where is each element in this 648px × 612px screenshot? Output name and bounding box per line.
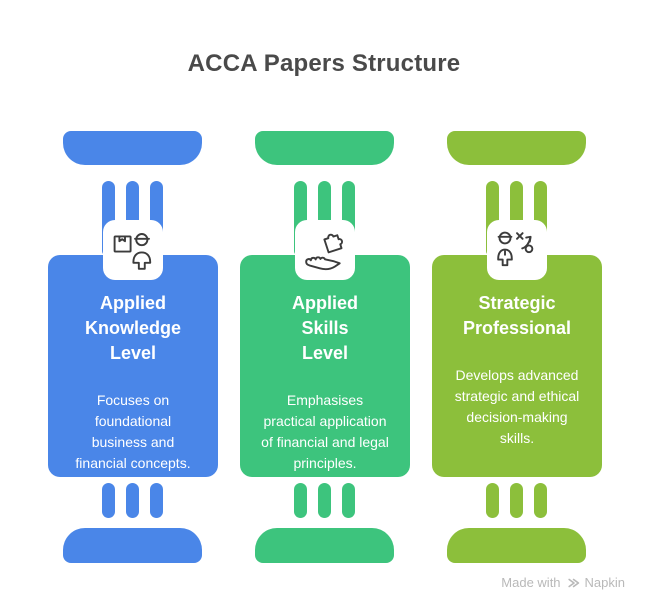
bar [486, 483, 499, 518]
card-title: Applied Skills Level [292, 293, 358, 363]
level-card: Applied Skills Level Emphasises practica… [240, 255, 410, 477]
card-description: Focuses on foundational business and fin… [75, 392, 191, 471]
bar [150, 483, 163, 518]
page-title: ACCA Papers Structure [187, 50, 461, 77]
bar [534, 483, 547, 518]
bar [102, 483, 115, 518]
card-title: Applied Knowledge Level [84, 293, 181, 363]
pillar-bars-bottom [486, 483, 547, 518]
hand-puzzle-icon [305, 233, 343, 271]
card-description: Emphasises practical application of fina… [261, 392, 389, 471]
pillar-cap-top [63, 131, 202, 165]
bar [318, 483, 331, 518]
bar [294, 483, 307, 518]
made-with-napkin: Made with Napkin [501, 575, 625, 590]
pillar-cap-bottom [447, 528, 586, 563]
icon-tile [487, 220, 547, 280]
bar [126, 483, 139, 518]
icon-tile [103, 220, 163, 280]
pillar-cap-bottom [63, 528, 202, 563]
bar [342, 483, 355, 518]
pillar-cap-top [255, 131, 394, 165]
napkin-logo-icon [567, 578, 579, 587]
napkin-brand: Napkin [584, 575, 625, 590]
pillar-cap-top [447, 131, 586, 165]
card-title: Strategic Professional [462, 293, 572, 338]
pillar-column-applied-skills: Applied Skills Level Emphasises practica… [229, 131, 421, 563]
bar [510, 483, 523, 518]
card-description: Develops advanced strategic and ethical … [454, 367, 580, 446]
pillar-bars-bottom [102, 483, 163, 518]
level-card: Strategic Professional Develops advanced… [432, 255, 602, 477]
level-card: Applied Knowledge Level Focuses on found… [48, 255, 218, 477]
made-with-label: Made with [501, 575, 561, 590]
person-strategy-icon [497, 231, 534, 267]
pillar-column-applied-knowledge: Applied Knowledge Level Focuses on found… [37, 131, 229, 563]
pillar-bars-bottom [294, 483, 355, 518]
pillar-cap-bottom [255, 528, 394, 563]
pillar-column-strategic-professional: Strategic Professional Develops advanced… [421, 131, 613, 563]
worker-package-icon [113, 233, 152, 270]
icon-tile [295, 220, 355, 280]
